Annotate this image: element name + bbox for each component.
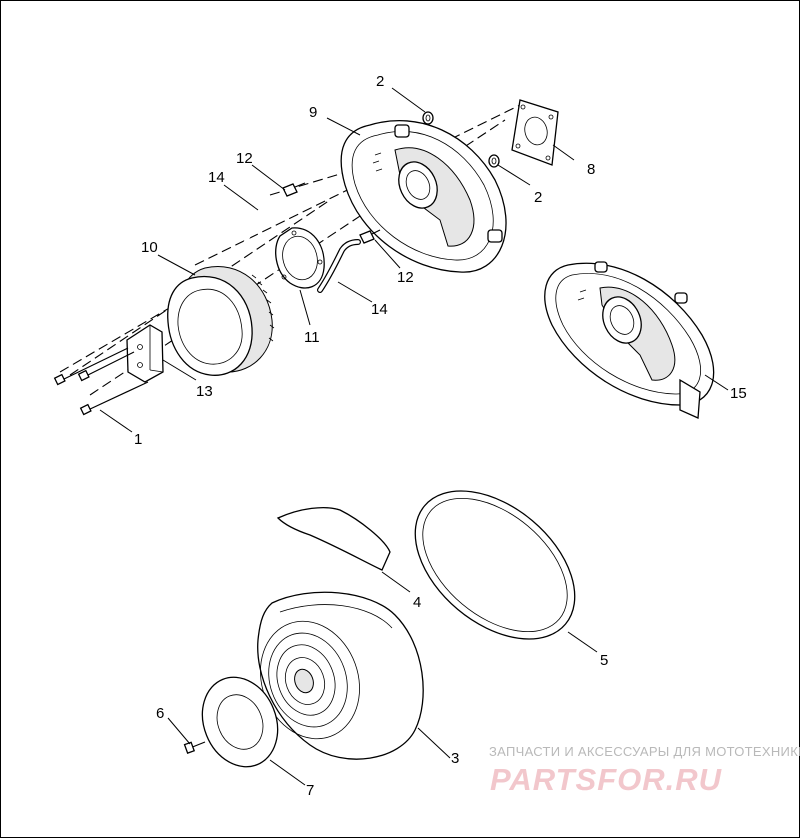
callout-13: 13: [196, 383, 213, 400]
part-12-breather-bolts: [282, 182, 381, 244]
part-8-gasket: [511, 99, 559, 166]
part-15-backplate: [544, 261, 715, 419]
callout-12-upper: 12: [236, 150, 253, 167]
callout-4: 4: [413, 594, 421, 611]
part-11-gasket: [275, 227, 325, 289]
part-7-medallion: [201, 676, 279, 768]
part-13-bracket: [126, 324, 164, 383]
callout-14-lower: 14: [371, 301, 388, 318]
part-9-backplate: [340, 120, 507, 273]
callout-12-lower: 12: [397, 269, 414, 286]
callout-5: 5: [600, 652, 608, 669]
callout-15: 15: [730, 385, 747, 402]
callout-14-upper: 14: [208, 169, 225, 186]
part-6-screw: [183, 741, 206, 754]
callout-3: 3: [451, 750, 459, 767]
callout-7: 7: [306, 782, 314, 799]
leader-lines: [99, 87, 729, 786]
part-5-trim-ring: [414, 490, 576, 640]
callout-10: 10: [141, 239, 158, 256]
callout-2-upper: 2: [376, 73, 384, 90]
callouts: 1 2 2 3 4 5 6 7 8 9 10 11 12 12 13 14 14…: [134, 73, 747, 799]
callout-9: 9: [309, 104, 317, 121]
part-2-seals: [422, 111, 500, 168]
callout-1: 1: [134, 431, 142, 448]
part-3-cover: [257, 591, 424, 760]
callout-8: 8: [587, 161, 595, 178]
callout-11: 11: [304, 329, 320, 346]
watermark-brand: PARTSFOR.RU: [490, 762, 723, 797]
callout-2-lower: 2: [534, 189, 542, 206]
watermark-tagline: ЗАПЧАСТИ И АКСЕССУАРЫ ДЛЯ МОТОТЕХНИКИ: [489, 744, 800, 759]
part-14-hoses: [240, 196, 361, 293]
part-10-filter-element: [167, 266, 275, 376]
part-1-screws: [53, 347, 149, 416]
part-4-insert: [276, 506, 391, 571]
watermark: ЗАПЧАСТИ И АКСЕССУАРЫ ДЛЯ МОТОТЕХНИКИ PA…: [489, 744, 800, 797]
callout-6: 6: [156, 705, 164, 722]
